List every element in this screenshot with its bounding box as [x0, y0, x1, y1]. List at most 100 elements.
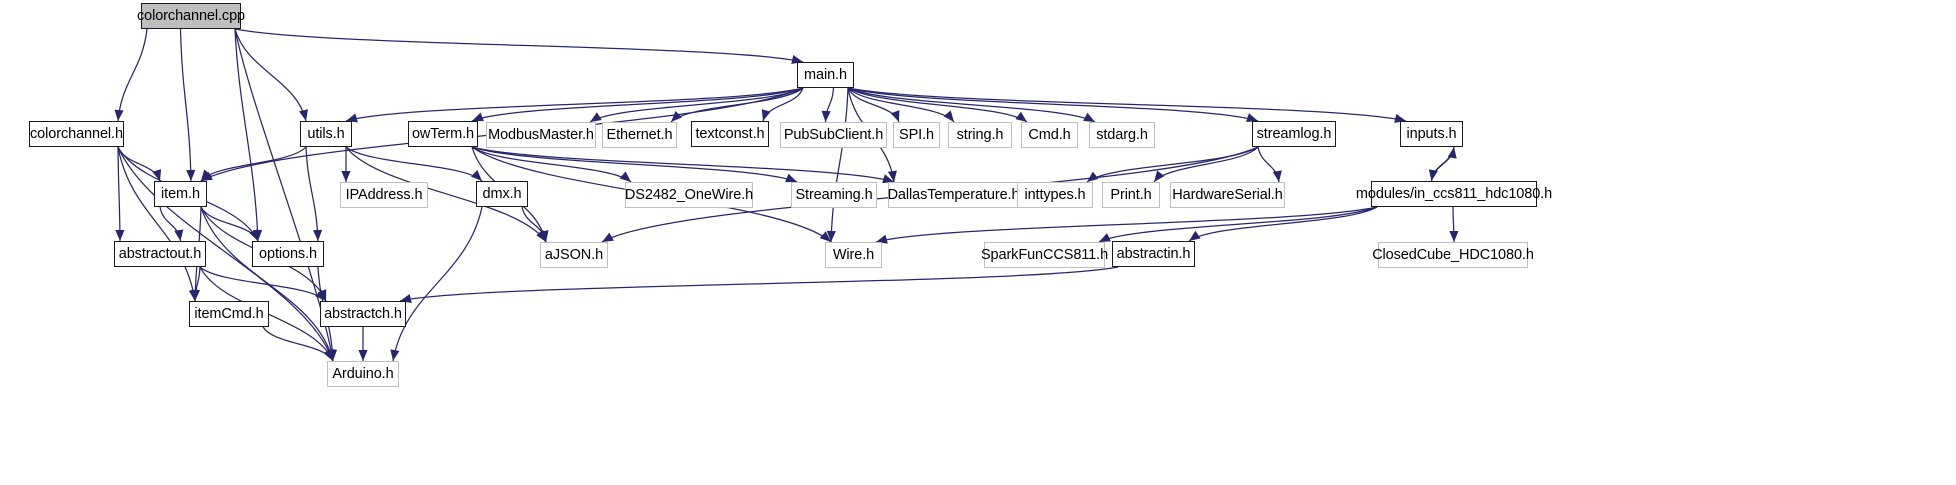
graph-edge-main-h-to-utils-h — [345, 87, 804, 122]
graph-node-spi-h[interactable]: SPI.h — [893, 122, 940, 148]
graph-edge-colorchannel-cpp-to-options-h — [234, 28, 259, 242]
graph-node-print-h[interactable]: Print.h — [1102, 182, 1160, 208]
edge-arrowhead — [346, 113, 358, 123]
graph-edge-in-ccs811-h-to-sparkfunccs811-h — [1098, 206, 1378, 243]
graph-edge-abstractin-h-to-abstractch-h — [399, 266, 1119, 302]
edge-arrowhead — [115, 229, 125, 241]
graph-edge-colorchannel-cpp-to-main-h — [234, 28, 804, 63]
graph-node-textconst-h[interactable]: textconst.h — [691, 121, 769, 147]
edge-arrowhead — [590, 112, 602, 122]
graph-node-item-h[interactable]: item.h — [154, 181, 207, 207]
graph-node-in-ccs811-h[interactable]: modules/in_ccs811_hdc1080.h — [1356, 181, 1552, 207]
graph-node-main-h[interactable]: main.h — [797, 62, 854, 88]
edge-arrowhead — [619, 171, 631, 182]
graph-node-ipaddress-h[interactable]: IPAddress.h — [340, 182, 428, 208]
graph-node-hardwareserial-h[interactable]: HardwareSerial.h — [1170, 182, 1285, 208]
edge-arrowhead — [1015, 111, 1027, 122]
graph-node-arduino-h[interactable]: Arduino.h — [327, 361, 399, 387]
edge-arrowhead — [826, 230, 836, 242]
edge-arrowhead — [390, 349, 400, 361]
graph-edge-colorchannel-h-to-itemcmd-h — [117, 146, 196, 302]
edge-arrowhead — [671, 110, 683, 122]
edge-arrowhead — [249, 229, 258, 241]
graph-node-inputs-h[interactable]: inputs.h — [1400, 121, 1463, 147]
edge-arrowhead — [400, 294, 412, 303]
graph-node-abstractin-h[interactable]: abstractin.h — [1112, 241, 1195, 267]
graph-node-stdarg-h[interactable]: stdarg.h — [1089, 122, 1155, 148]
edge-arrowhead — [882, 174, 894, 184]
graph-node-streamlog-h[interactable]: streamlog.h — [1252, 121, 1336, 147]
graph-node-owterm-h[interactable]: owTerm.h — [408, 121, 478, 147]
edge-arrowhead — [174, 229, 184, 241]
edge-arrowhead — [152, 169, 162, 181]
graph-edge-abstractout-h-to-abstractch-h — [199, 266, 327, 302]
edge-arrowhead — [602, 232, 614, 242]
edge-arrowhead — [201, 169, 212, 181]
graph-edge-owterm-h-to-ds2482-onewire-h — [471, 146, 632, 183]
graph-edge-colorchannel-cpp-to-item-h — [179, 28, 192, 182]
edge-arrowhead — [1189, 230, 1201, 241]
graph-node-options-h[interactable]: options.h — [252, 241, 324, 267]
graph-node-itemcmd-h[interactable]: itemCmd.h — [189, 301, 269, 327]
graph-node-streaming-h[interactable]: Streaming.h — [791, 182, 877, 208]
edge-arrowhead — [819, 231, 831, 242]
graph-node-colorchannel-cpp[interactable]: colorchannel.cpp — [137, 3, 245, 29]
graph-node-pubsubclient-h[interactable]: PubSubClient.h — [780, 122, 887, 148]
graph-node-modbusmaster-h[interactable]: ModbusMaster.h — [486, 122, 596, 148]
graph-node-ds2482-onewire-h[interactable]: DS2482_OneWire.h — [625, 182, 753, 208]
edge-arrowhead — [358, 350, 368, 361]
edge-arrowhead — [890, 110, 900, 122]
graph-node-colorchannel-h[interactable]: colorchannel.h — [29, 121, 124, 147]
edge-arrowhead — [876, 234, 888, 244]
graph-edge-colorchannel-h-to-abstractout-h — [117, 146, 121, 242]
graph-node-closedcube-h[interactable]: ClosedCube_HDC1080.h — [1372, 242, 1534, 268]
edge-arrowhead — [299, 109, 308, 121]
graph-edge-main-h-to-owterm-h — [471, 87, 804, 122]
edge-arrowhead — [327, 349, 338, 361]
edge-arrowhead — [1087, 171, 1099, 182]
graph-node-abstractch-h[interactable]: abstractch.h — [320, 301, 406, 327]
edge-arrowhead — [539, 230, 549, 242]
graph-node-sparkfunccs811-h[interactable]: SparkFunCCS811.h — [981, 242, 1108, 268]
edge-arrowhead — [315, 289, 326, 301]
edge-arrowhead — [1449, 230, 1459, 242]
edge-arrowhead — [791, 55, 803, 64]
edge-arrowhead — [470, 170, 482, 181]
edge-arrowhead — [1083, 112, 1095, 122]
graph-edge-itemcmd-h-to-arduino-h — [262, 326, 334, 362]
edge-arrowhead — [943, 110, 954, 122]
edge-arrowhead — [1272, 170, 1282, 182]
graph-edge-colorchannel-cpp-to-utils-h — [234, 28, 307, 122]
edge-arrowhead — [190, 289, 201, 301]
edge-arrowhead — [472, 112, 484, 122]
graph-node-dmx-h[interactable]: dmx.h — [476, 181, 528, 207]
edge-arrowhead — [1099, 233, 1111, 242]
graph-edge-main-h-to-cmd-h — [847, 87, 1028, 123]
graph-edge-in-ccs811-h-to-wire-h — [875, 206, 1378, 243]
graph-edge-colorchannel-h-to-item-h — [117, 146, 161, 182]
edge-arrowhead — [1246, 113, 1258, 122]
graph-node-string-h[interactable]: string.h — [948, 122, 1012, 148]
edge-arrowhead — [821, 110, 831, 122]
graph-node-abstractout-h[interactable]: abstractout.h — [114, 241, 206, 267]
graph-edge-utils-h-to-ajson-h — [345, 146, 547, 243]
graph-edge-in-ccs811-h-to-abstractin-h — [1188, 206, 1378, 242]
graph-edge-main-h-to-streamlog-h — [847, 87, 1259, 122]
graph-edge-utils-h-to-options-h — [305, 146, 319, 242]
edge-arrowhead — [785, 173, 797, 183]
graph-node-inttypes-h[interactable]: inttypes.h — [1017, 182, 1093, 208]
edge-arrowhead — [114, 109, 124, 121]
graph-node-cmd-h[interactable]: Cmd.h — [1021, 122, 1078, 148]
graph-node-utils-h[interactable]: utils.h — [300, 121, 352, 147]
graph-edge-colorchannel-h-to-arduino-h — [117, 146, 334, 362]
edge-arrowhead — [341, 171, 351, 182]
graph-node-dallastemperature-h[interactable]: DallasTemperature.h — [888, 182, 1020, 208]
edge-arrowhead — [1154, 170, 1165, 182]
graph-node-ajson-h[interactable]: aJSON.h — [540, 242, 608, 268]
graph-node-wire-h[interactable]: Wire.h — [825, 242, 882, 268]
graph-node-ethernet-h[interactable]: Ethernet.h — [602, 122, 677, 148]
graph-edge-main-h-to-stdarg-h — [847, 87, 1096, 123]
edge-arrowhead — [1447, 147, 1457, 159]
